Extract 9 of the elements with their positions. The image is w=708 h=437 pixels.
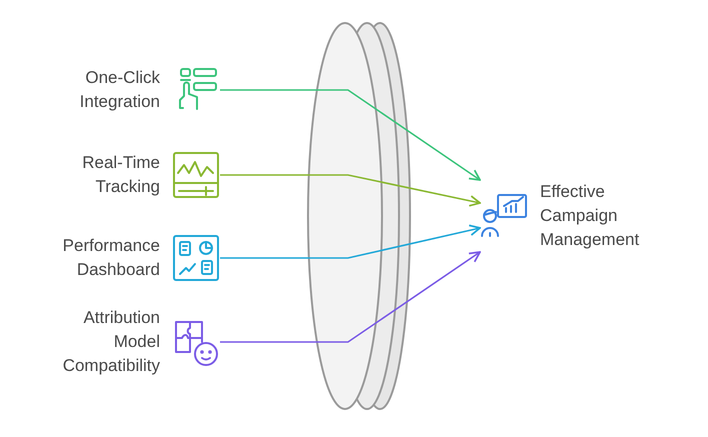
node-label: Real-Time Tracking <box>81 152 160 198</box>
node-label: Effective Campaign Management <box>540 181 640 251</box>
arrow <box>220 174 481 207</box>
arrow <box>220 89 481 181</box>
arrow <box>220 251 481 343</box>
node-label: Performance Dashboard <box>62 235 160 281</box>
node-label: Attribution Model Compatibility <box>62 307 160 377</box>
arrow <box>220 224 481 259</box>
node-label: One-Click Integration <box>78 67 160 113</box>
